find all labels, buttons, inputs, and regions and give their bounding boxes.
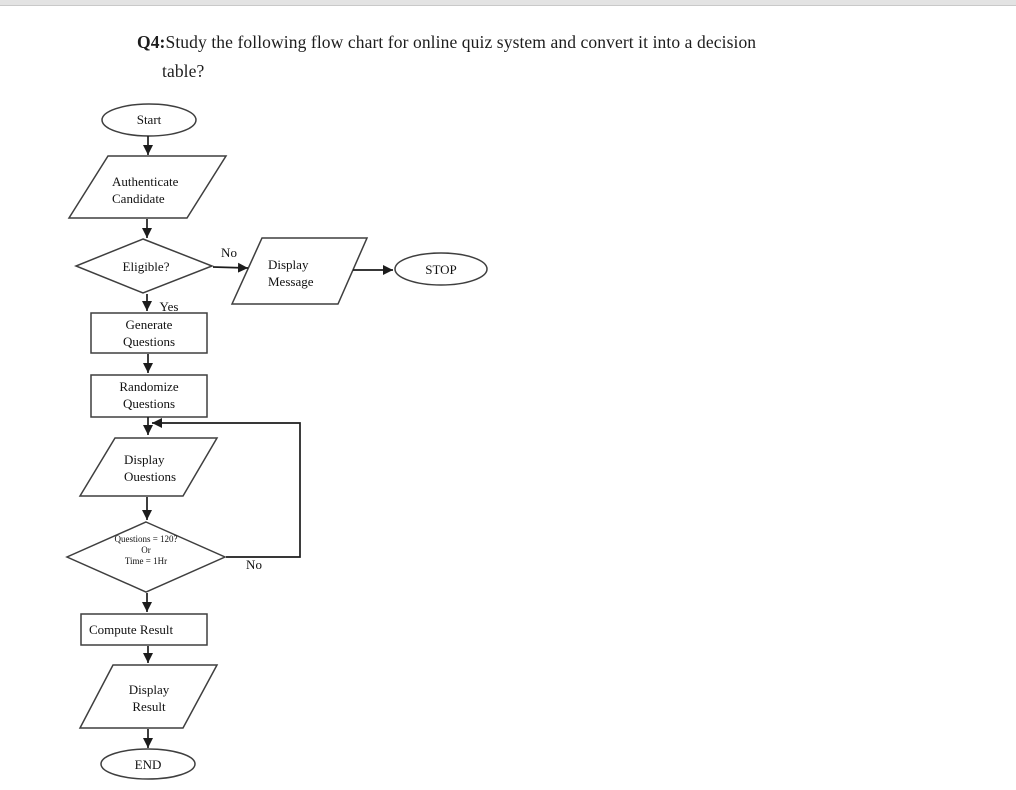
display-questions-label: Display Ouestions (124, 452, 176, 484)
limit-check-decision-node (65, 521, 227, 593)
generate-questions-node (90, 312, 208, 354)
randomize-questions-node (90, 374, 208, 418)
eligible-decision-node (73, 238, 215, 294)
authenticate-label: Authenticate Candidate (112, 174, 179, 206)
limit-check-no-edge-label: No (246, 557, 262, 572)
question-number: Q4: (137, 32, 166, 52)
authenticate-candidate-node (67, 155, 228, 219)
question-title: Q4:Study the following flow chart for on… (137, 28, 967, 86)
compute-result-label: Compute Result (89, 622, 174, 637)
display-message-label: Display Message (268, 257, 314, 289)
randomize-questions-label: Randomize Questions (119, 379, 179, 411)
question-line1: Q4:Study the following flow chart for on… (137, 28, 967, 57)
display-questions-node (78, 437, 219, 497)
compute-result-node (80, 613, 208, 646)
top-bar (0, 0, 1016, 6)
limit-check-label: Questions = 120? Or Time = 1Hr (114, 534, 178, 566)
eligible-no-edge-label: No (221, 245, 237, 260)
edge-limit-check-no-loop (152, 418, 301, 558)
question-text: Study the following flow chart for onlin… (165, 32, 757, 52)
end-label: END (134, 757, 162, 772)
display-result-node (78, 664, 219, 729)
generate-questions-label: Generate Questions (123, 317, 175, 349)
start-label: Start (136, 112, 162, 127)
eligible-label: Eligible? (122, 259, 170, 274)
question-line2: table? (162, 61, 205, 81)
display-message-node (230, 237, 369, 305)
stop-node (394, 252, 488, 286)
display-result-label: Display Result (128, 682, 170, 714)
eligible-yes-edge-label: Yes (159, 299, 179, 314)
end-node (100, 748, 196, 780)
stop-label: STOP (425, 262, 457, 277)
start-node (101, 103, 197, 137)
edge-eligible-no-to-display-message (212, 262, 249, 273)
